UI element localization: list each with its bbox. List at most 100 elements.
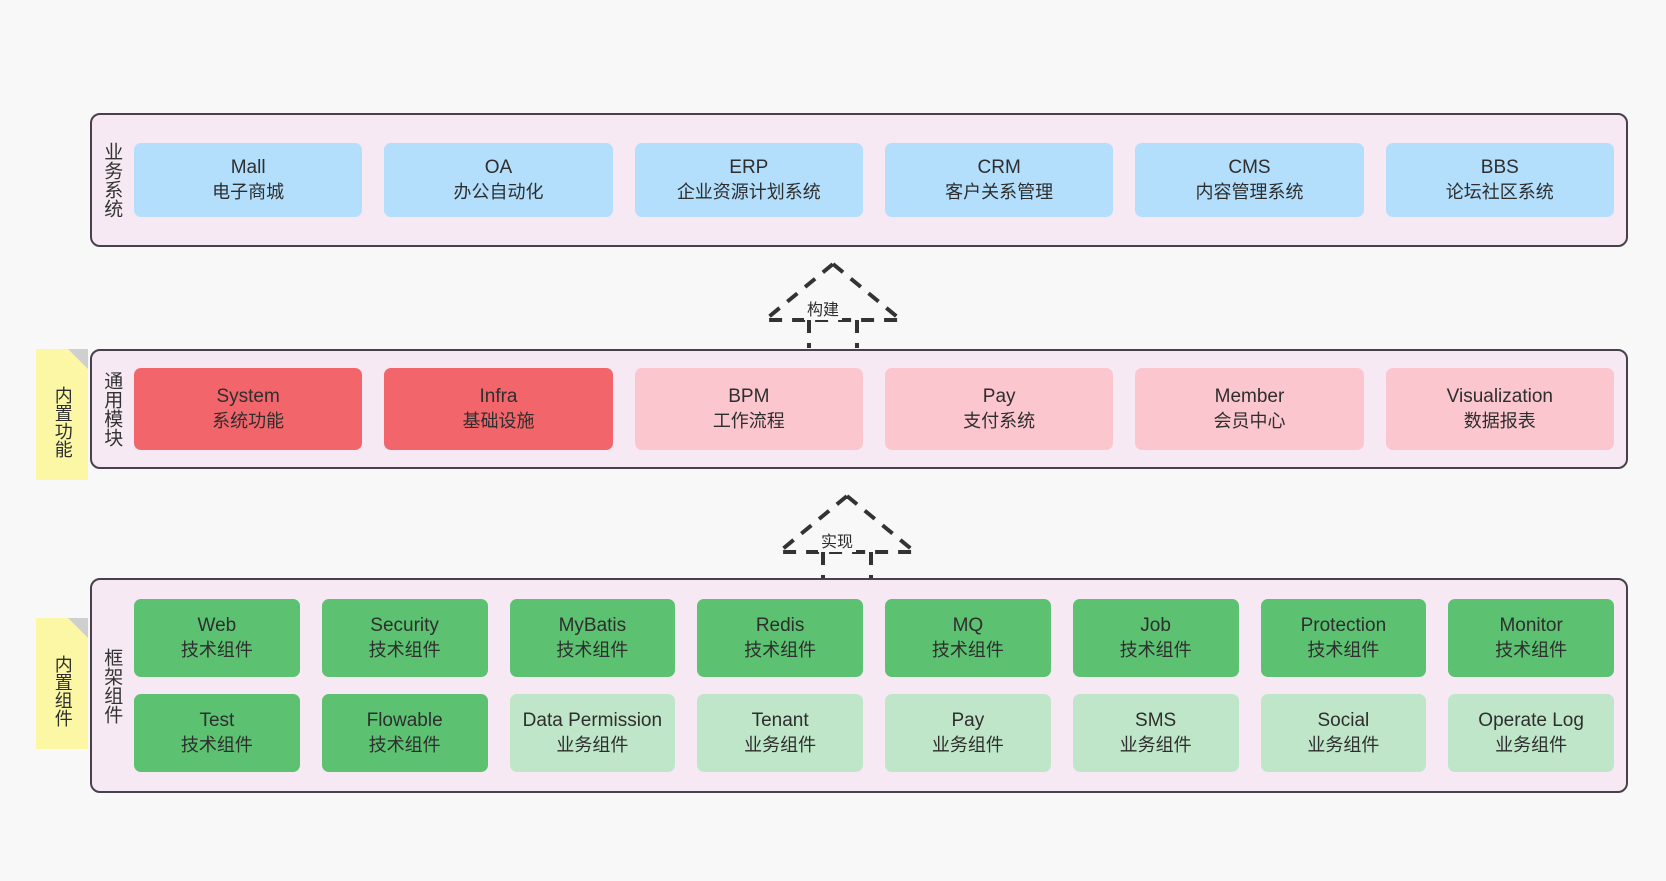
module-desc: 技术组件 (1119, 639, 1192, 660)
module-desc: 会员中心 (1213, 410, 1286, 431)
module-desc: 论坛社区系统 (1445, 181, 1554, 202)
module-desc: 业务组件 (556, 734, 629, 755)
module-desc: 技术组件 (180, 639, 253, 660)
module-name: Pay (951, 709, 985, 731)
connector-implement: 实现 (767, 490, 927, 584)
layer-title-business: 业务系统 (101, 142, 123, 218)
module-card-social[interactable]: Social 业务组件 (1260, 694, 1427, 772)
note-label: 内置功能 (52, 385, 73, 458)
module-name: Infra (479, 385, 518, 407)
connector-build: 构建 (753, 258, 913, 352)
module-card-mq[interactable]: MQ 技术组件 (885, 599, 1051, 677)
module-name: Flowable (366, 709, 443, 731)
connector-build-label: 构建 (804, 296, 843, 320)
module-name: CMS (1228, 156, 1271, 178)
module-name: Test (199, 709, 235, 731)
layer-body-business: Mall 电子商城 OA 办公自动化 ERP 企业资源计划系统 CRM 客户关系… (130, 115, 1626, 245)
module-desc: 业务组件 (1307, 734, 1380, 755)
module-name: BPM (728, 385, 770, 407)
module-name: Operate Log (1478, 709, 1584, 731)
module-name: Pay (982, 385, 1016, 407)
module-name: Visualization (1446, 385, 1553, 407)
module-card-job[interactable]: Job 技术组件 (1072, 599, 1239, 677)
module-card-mall[interactable]: Mall 电子商城 (134, 143, 363, 217)
module-card-pay[interactable]: Pay 支付系统 (884, 368, 1114, 450)
layer-title-framework: 框架组件 (101, 647, 123, 724)
module-card-flowable[interactable]: Flowable 技术组件 (321, 694, 488, 772)
module-desc: 业务组件 (1119, 734, 1192, 755)
module-name: Social (1317, 709, 1370, 731)
module-desc: 技术组件 (180, 734, 253, 755)
module-desc: 工作流程 (712, 410, 785, 431)
layer-common-module[interactable]: 通用模块 System 系统功能 Infra 基础设施 BPM 工作流程 Pay… (90, 349, 1628, 469)
note-fold-corner-icon (68, 618, 88, 638)
module-desc: 系统功能 (212, 410, 285, 431)
module-desc: 技术组件 (1307, 639, 1380, 660)
module-name: Member (1214, 385, 1285, 407)
module-desc: 技术组件 (556, 639, 629, 660)
module-card-protection[interactable]: Protection 技术组件 (1260, 599, 1427, 677)
module-card-bpm[interactable]: BPM 工作流程 (634, 368, 863, 450)
module-desc: 业务组件 (1495, 734, 1568, 755)
module-card-infra[interactable]: Infra 基础设施 (384, 368, 613, 450)
connector-implement-label: 实现 (818, 528, 857, 552)
module-desc: 技术组件 (368, 734, 441, 755)
module-name: System (216, 385, 280, 407)
module-desc: 技术组件 (931, 639, 1004, 660)
module-card-cms[interactable]: CMS 内容管理系统 (1135, 143, 1364, 217)
module-name: Mall (230, 156, 266, 178)
layer-row: Mall 电子商城 OA 办公自动化 ERP 企业资源计划系统 CRM 客户关系… (134, 143, 1614, 217)
module-desc: 企业资源计划系统 (676, 181, 821, 202)
layer-body-common: System 系统功能 Infra 基础设施 BPM 工作流程 Pay 支付系统… (130, 351, 1626, 467)
layer-business-system[interactable]: 业务系统 Mall 电子商城 OA 办公自动化 ERP 企业资源计划系统 CRM… (90, 113, 1628, 247)
note-builtin-component[interactable]: 内置组件 (36, 618, 88, 749)
module-name: CRM (977, 156, 1021, 178)
module-card-security[interactable]: Security 技术组件 (321, 599, 488, 677)
module-name: Data Permission (522, 709, 663, 731)
module-card-operate-log[interactable]: Operate Log 业务组件 (1448, 694, 1614, 772)
module-desc: 技术组件 (368, 639, 441, 660)
module-desc: 支付系统 (963, 410, 1036, 431)
layer-row: Web 技术组件 Security 技术组件 MyBatis 技术组件 Redi… (134, 599, 1614, 677)
module-desc: 办公自动化 (453, 181, 544, 202)
module-name: MyBatis (558, 614, 627, 636)
layer-row: Test 技术组件 Flowable 技术组件 Data Permission … (134, 694, 1614, 772)
module-desc: 技术组件 (744, 639, 817, 660)
module-card-system[interactable]: System 系统功能 (134, 368, 363, 450)
module-desc: 业务组件 (744, 734, 817, 755)
module-name: MQ (952, 614, 984, 636)
module-name: Tenant (751, 709, 809, 731)
module-name: Job (1140, 614, 1171, 636)
module-card-crm[interactable]: CRM 客户关系管理 (884, 143, 1114, 217)
module-card-data-permission[interactable]: Data Permission 业务组件 (509, 694, 676, 772)
module-card-web[interactable]: Web 技术组件 (134, 599, 300, 677)
module-card-oa[interactable]: OA 办公自动化 (384, 143, 613, 217)
module-card-sms[interactable]: SMS 业务组件 (1072, 694, 1239, 772)
module-card-member[interactable]: Member 会员中心 (1135, 368, 1364, 450)
module-card-test[interactable]: Test 技术组件 (134, 694, 300, 772)
note-fold-corner-icon (68, 349, 88, 369)
module-desc: 内容管理系统 (1195, 181, 1304, 202)
module-card-monitor[interactable]: Monitor 技术组件 (1448, 599, 1614, 677)
module-name: BBS (1480, 156, 1519, 178)
module-card-visualization[interactable]: Visualization 数据报表 (1385, 368, 1614, 450)
module-desc: 电子商城 (212, 181, 285, 202)
module-desc: 数据报表 (1463, 410, 1536, 431)
layer-body-framework: Web 技术组件 Security 技术组件 MyBatis 技术组件 Redi… (130, 580, 1626, 791)
note-builtin-function[interactable]: 内置功能 (36, 349, 88, 480)
module-name: Redis (755, 614, 805, 636)
module-card-mybatis[interactable]: MyBatis 技术组件 (509, 599, 676, 677)
module-desc: 技术组件 (1495, 639, 1568, 660)
module-name: Security (370, 614, 439, 636)
note-label: 内置组件 (52, 654, 73, 727)
module-card-erp[interactable]: ERP 企业资源计划系统 (634, 143, 863, 217)
module-card-tenant[interactable]: Tenant 业务组件 (697, 694, 863, 772)
module-desc: 业务组件 (931, 734, 1004, 755)
module-desc: 基础设施 (462, 410, 535, 431)
module-card-bbs[interactable]: BBS 论坛社区系统 (1385, 143, 1614, 217)
module-card-redis[interactable]: Redis 技术组件 (697, 599, 863, 677)
module-name: Monitor (1499, 614, 1563, 636)
layer-framework-component[interactable]: 框架组件 Web 技术组件 Security 技术组件 MyBatis 技术组件… (90, 578, 1628, 793)
module-card-pay-business[interactable]: Pay 业务组件 (885, 694, 1051, 772)
